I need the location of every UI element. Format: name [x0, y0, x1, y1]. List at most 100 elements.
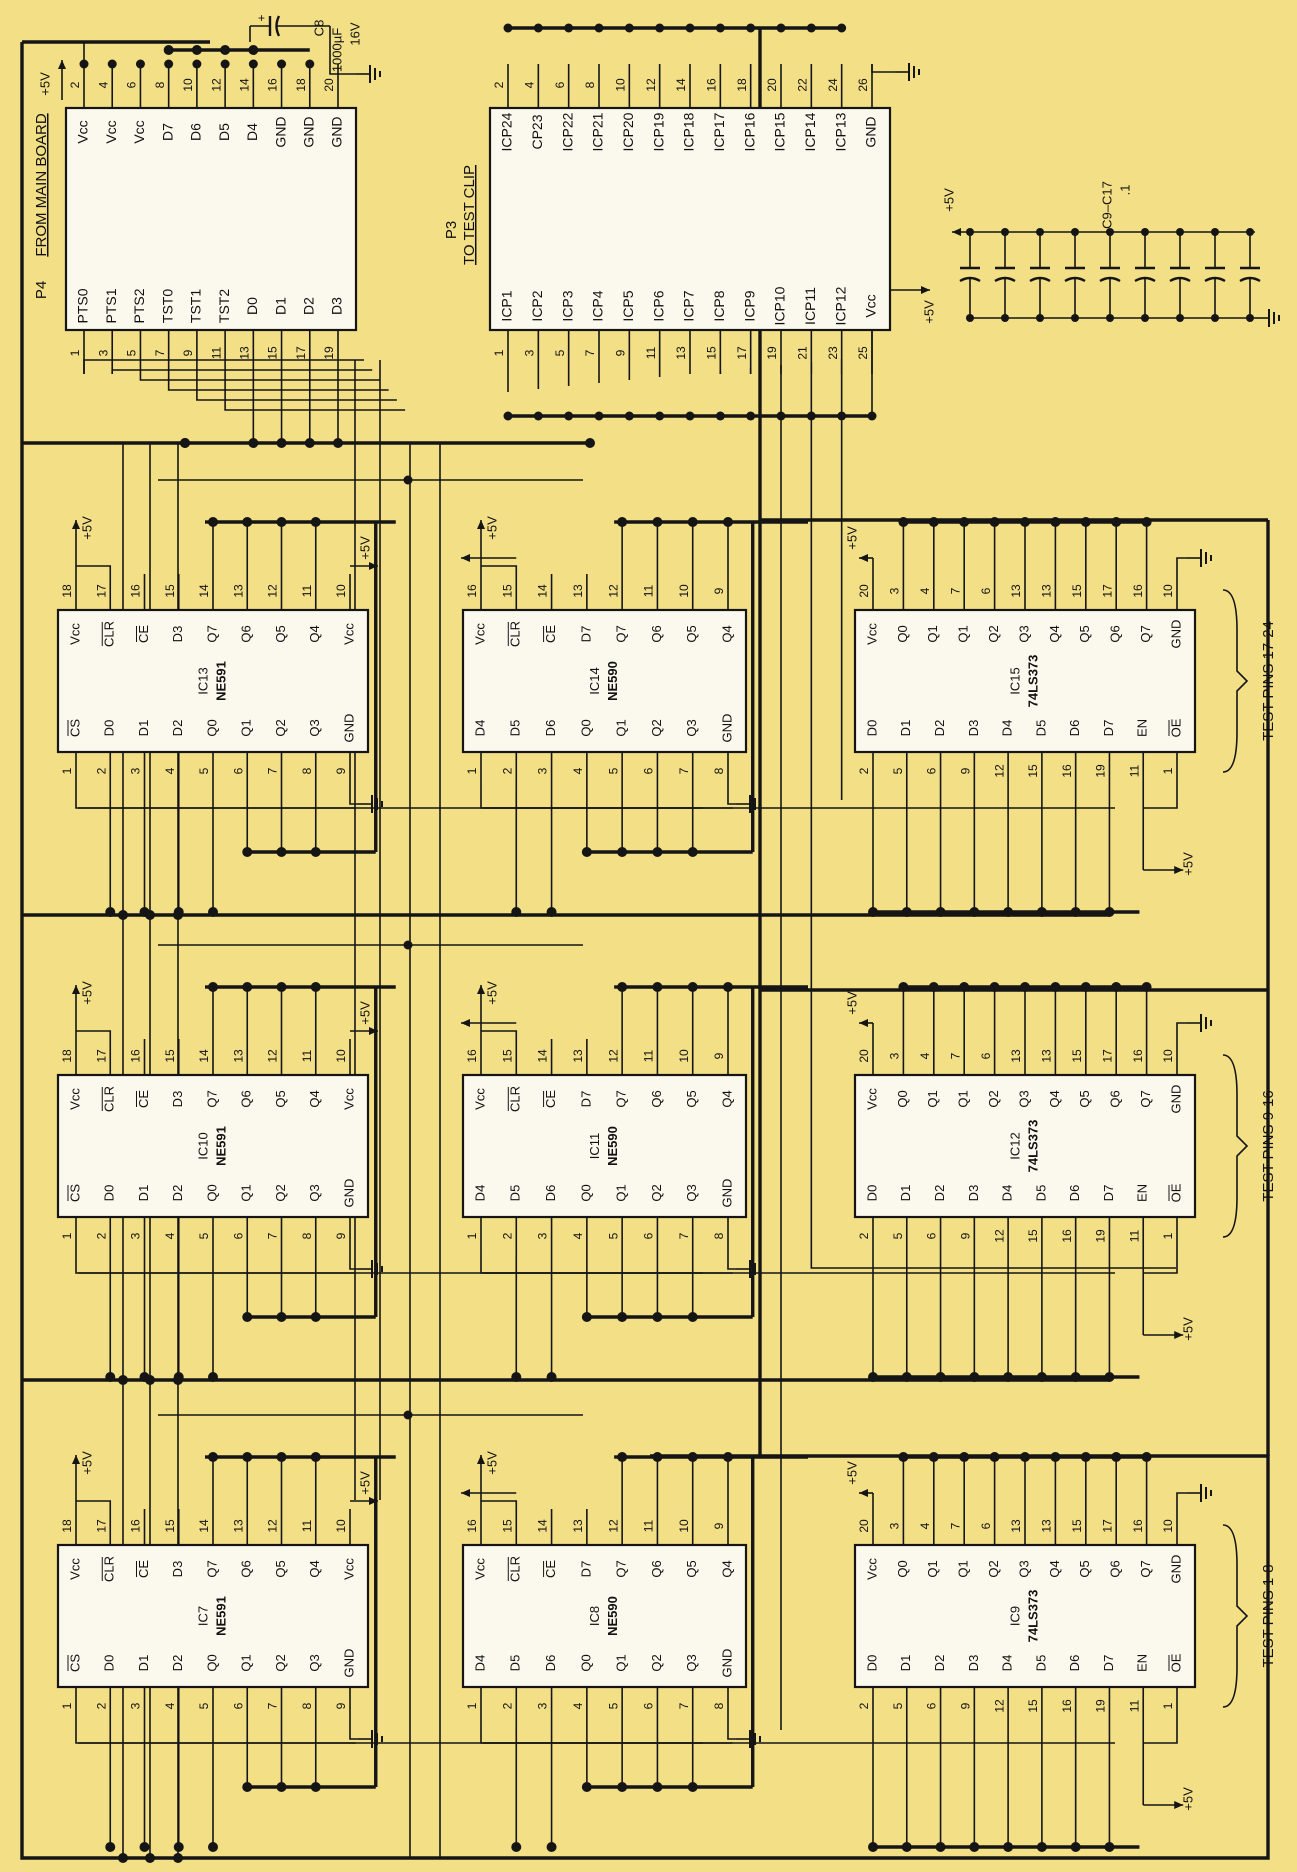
test-pins-label: TEST PINS 9-16: [1260, 1090, 1277, 1201]
supply-arrow-icon: [461, 1019, 517, 1027]
junction-dot: [242, 982, 253, 992]
capacitor-plate: [1239, 276, 1261, 283]
connector-p3-pin-number: 22: [796, 78, 810, 92]
chip-ic13-pin-label: D3: [170, 626, 185, 643]
chip-ic12-pin-number: 15: [1070, 1049, 1084, 1063]
connector-p4-pin-label: GND: [300, 116, 316, 147]
supply-arrow-icon: [859, 554, 873, 562]
connector-p4-pin-label: D6: [188, 123, 204, 141]
chip-ic14-pin-label: GND: [719, 714, 734, 743]
chip-ic13: [56, 574, 370, 788]
wire: [727, 1253, 736, 1270]
wire: [196, 374, 397, 401]
chip-ic7-pin-number: 18: [60, 1519, 74, 1533]
junction-dot: [208, 982, 218, 992]
chip-ic14-pin-number: 10: [677, 584, 691, 598]
chip-ic14-pin-number: 8: [712, 767, 726, 774]
chip-ic10-pin-label: Q4: [307, 1090, 322, 1107]
chip-ic7-pin-number: 10: [334, 1519, 348, 1533]
chip-ic15-pin-number: 5: [891, 767, 905, 774]
chip-ic13-pin-label: Q1: [239, 719, 254, 736]
chip-ic9-type: 74LS373: [1025, 1590, 1040, 1643]
junction-dot: [1070, 907, 1081, 917]
chip-ic7-pin-label: CE: [136, 1560, 151, 1578]
junction-dot: [310, 1312, 321, 1322]
junction-dot: [806, 23, 816, 33]
connector-p4-pin-label: TST2: [216, 289, 232, 323]
chips: [56, 64, 1197, 1723]
junction-dot: [1020, 1452, 1030, 1462]
chip-ic12-pin-label: Q4: [1047, 1090, 1062, 1107]
chip-ic13-pin-label: Q6: [239, 625, 254, 642]
chip-ic11-pin-number: 6: [642, 1232, 656, 1239]
chip-ic15-pin-label: D0: [864, 720, 879, 737]
chip-ic13-pin-label: GND: [341, 714, 356, 743]
chip-ic13-pin-number: 15: [163, 584, 177, 598]
connector-p4-pin-label: TST1: [188, 289, 204, 323]
junction-dot: [1080, 517, 1091, 527]
junction-dot: [1176, 228, 1184, 236]
chip-ic15-pin-number: 12: [992, 764, 1006, 778]
chip-ic15-pin-label: D2: [932, 720, 947, 737]
chip-ic13-pin-number: 5: [197, 767, 211, 774]
supply-arrow-icon: [952, 228, 970, 236]
chip-ic13-pin-number: 2: [94, 767, 108, 774]
chip-ic12-type: 74LS373: [1025, 1120, 1040, 1173]
junction-dot: [163, 45, 174, 55]
chip-ic12-pin-number: 13: [1040, 1049, 1054, 1063]
chip-ic11-pin-label: CE: [543, 1090, 558, 1108]
chip-ic12-pin-label: EN: [1135, 1184, 1150, 1202]
chip-ic9-pin-number: 1: [1161, 1702, 1175, 1709]
chip-ic15-pin-label: D5: [1033, 720, 1048, 737]
wire: [1143, 1723, 1178, 1744]
connector-p3-pin-number: 7: [583, 349, 597, 356]
junction-dot: [1036, 314, 1044, 322]
junction-dot: [935, 907, 946, 917]
junction-dot: [685, 411, 695, 421]
chip-ic8-pin-number: 15: [500, 1519, 514, 1533]
test-pins-brace: [1222, 1524, 1249, 1708]
connector-p3-pin-number: 26: [856, 78, 870, 92]
connector-p3: [488, 64, 892, 374]
chip-ic10-pin-label: CS: [67, 1184, 82, 1202]
connector-p4-pin-number: 5: [125, 349, 139, 356]
chip-ic12-pin-number: 11: [1127, 1229, 1141, 1242]
chip-ic11-pin-number: 11: [642, 1049, 656, 1062]
chip-ic9-pin-number: 17: [1100, 1519, 1114, 1533]
chip-ic7-pin-label: Q6: [239, 1560, 254, 1577]
ground-icon: [358, 1260, 383, 1278]
chip-ic11-pin-number: 10: [677, 1049, 691, 1063]
chip-ic11-pin-label: Q0: [578, 1184, 593, 1201]
capacitor-c8-value: 1000µF: [329, 28, 344, 72]
wire: [76, 1500, 112, 1509]
chip-ic11-pin-label: Q3: [684, 1184, 699, 1201]
junction-dot: [1001, 314, 1009, 322]
chip-ic10-pin-number: 15: [163, 1049, 177, 1063]
junction-dot: [220, 45, 231, 55]
chip-ic13-pin-number: 11: [300, 584, 314, 597]
junction-dot: [1036, 1842, 1047, 1852]
junction-dot: [1111, 517, 1122, 527]
connector-p4-pin-number: 17: [294, 346, 308, 360]
chip-ic7-pin-label: Q2: [273, 1654, 288, 1671]
chip-ic10-pin-label: Q1: [239, 1184, 254, 1201]
chip-ic13-pin-label: Q0: [204, 719, 219, 736]
chip-ic9-pin-label: D5: [1033, 1655, 1048, 1672]
chip-ic10-pin-label: Vcc: [341, 1088, 356, 1110]
connector-p3-pin-label: ICP24: [499, 112, 515, 151]
capacitor-plate: [1204, 276, 1226, 283]
chip-ic14-pin-label: Q3: [684, 719, 699, 736]
chip-ic9-pin-label: D2: [932, 1655, 947, 1672]
junction-dot: [248, 45, 259, 55]
chip-ic12-name: IC12: [1007, 1132, 1022, 1159]
supply-label: +5V: [844, 1461, 859, 1485]
supply-arrow-icon: [58, 60, 66, 100]
connector-p4-pin-number: 9: [181, 349, 195, 356]
connector-p3-pin-number: 11: [644, 346, 658, 359]
junction-dot: [655, 411, 665, 421]
chip-ic11-pin-number: 3: [536, 1232, 550, 1239]
chip-ic15-pin-label: D3: [966, 720, 981, 737]
junction-dot: [901, 1842, 912, 1852]
chip-ic8-pin-number: 1: [465, 1702, 479, 1709]
connector-p4-pin-label: GND: [329, 116, 345, 147]
